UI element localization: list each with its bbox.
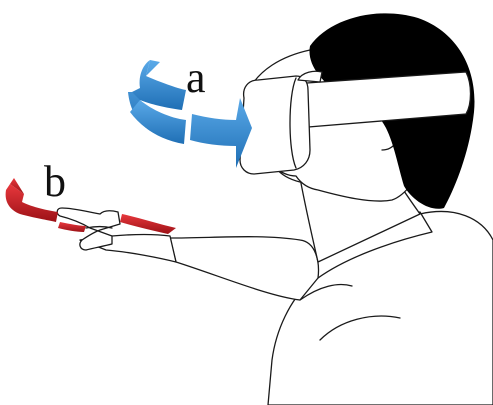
label-b: b [44, 157, 66, 206]
person-figure [57, 13, 493, 405]
arm-sleeve [170, 237, 318, 300]
label-a: a [186, 53, 206, 102]
arrow-right-segment [120, 214, 176, 234]
